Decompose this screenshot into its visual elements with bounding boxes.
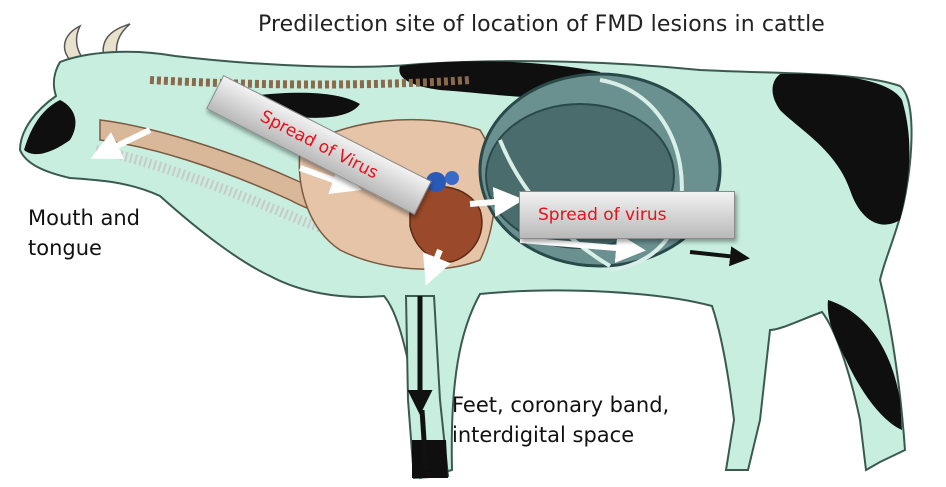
hoof [412,440,448,478]
feet-label: Feet, coronary band, interdigital space [452,390,669,450]
mouth-tongue-label: Mouth and tongue [28,203,140,263]
label-line: tongue [28,233,140,263]
horn [65,26,84,60]
diagram-title: Predilection site of location of FMD les… [258,12,825,37]
vessel [445,171,459,185]
label-line: Feet, coronary band, [452,390,669,420]
spread-of-virus-banner-lower: Spread of virus [519,191,735,239]
label-line: Mouth and [28,203,140,233]
spread-arrow [470,200,518,204]
label-line: interdigital space [452,420,669,450]
